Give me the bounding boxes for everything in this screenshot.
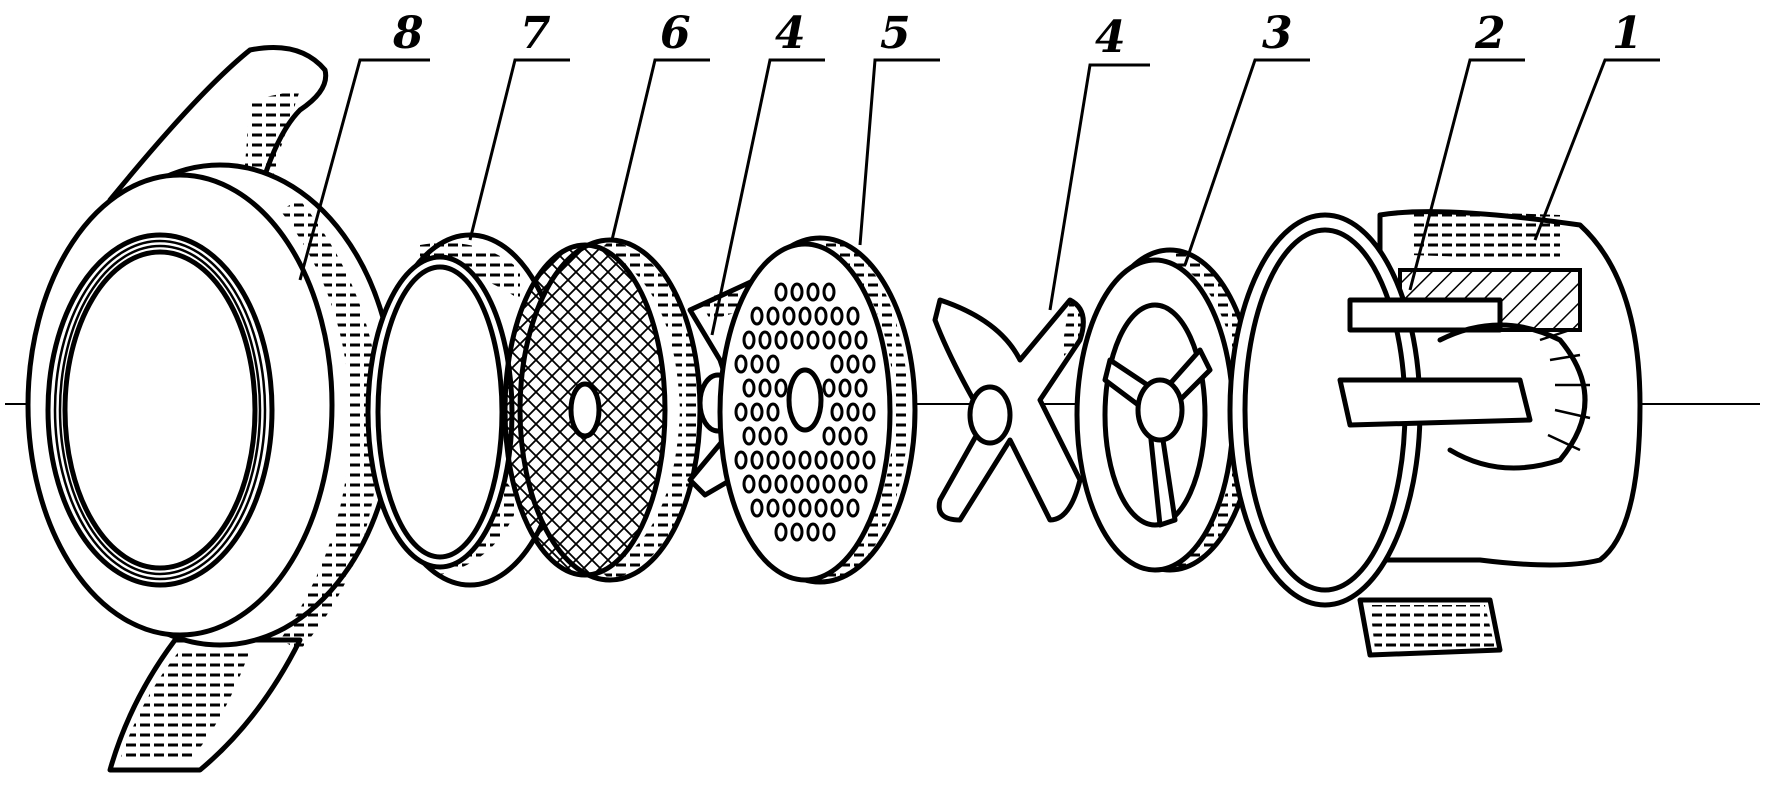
- perforation-hole: [822, 378, 836, 398]
- perforation-hole: [822, 522, 836, 542]
- perforation-hole: [814, 450, 828, 470]
- perforation-hole: [798, 306, 812, 326]
- perforation-hole: [734, 354, 748, 374]
- perforation-hole: [750, 402, 764, 422]
- perforation-hole: [854, 330, 868, 350]
- perforation-hole: [806, 330, 820, 350]
- perforation-hole: [742, 330, 756, 350]
- perforation-hole: [758, 378, 772, 398]
- perforation-hole: [750, 498, 764, 518]
- perforation-hole: [750, 450, 764, 470]
- perforation-hole: [854, 426, 868, 446]
- callout-part-1: 1: [1612, 8, 1643, 59]
- perforation-hole: [742, 474, 756, 494]
- perforation-hole: [774, 330, 788, 350]
- perforation-hole: [766, 354, 780, 374]
- perforation-hole: [742, 426, 756, 446]
- perforation-hole: [766, 306, 780, 326]
- callout-part-4-right: 4: [1095, 12, 1126, 63]
- perforation-hole: [790, 330, 804, 350]
- perforation-hole: [830, 498, 844, 518]
- perforation-hole: [822, 426, 836, 446]
- perforation-hole: [758, 330, 772, 350]
- perforation-hole: [830, 450, 844, 470]
- perforation-hole: [814, 498, 828, 518]
- perforation-hole: [838, 330, 852, 350]
- perforation-hole: [742, 378, 756, 398]
- callout-part-7: 7: [520, 8, 551, 59]
- perforation-hole: [806, 282, 820, 302]
- callout-part-8: 8: [392, 8, 424, 59]
- perforation-hole: [822, 474, 836, 494]
- perforation-hole: [766, 402, 780, 422]
- perforation-hole: [790, 522, 804, 542]
- perforation-hole: [806, 474, 820, 494]
- perforation-hole: [830, 354, 844, 374]
- callout-part-3: 3: [1262, 8, 1293, 59]
- perforation-hole: [830, 402, 844, 422]
- cross-knife-right: [932, 297, 1086, 523]
- perforation-hole: [774, 474, 788, 494]
- perforation-hole: [862, 450, 876, 470]
- housing-body: [1227, 209, 1643, 658]
- perforation-hole: [758, 426, 772, 446]
- perforation-hole: [750, 306, 764, 326]
- perforation-hole: [838, 378, 852, 398]
- perforation-hole: [774, 378, 788, 398]
- perforation-hole: [790, 474, 804, 494]
- perforation-hole: [734, 402, 748, 422]
- perforation-hole: [822, 330, 836, 350]
- perforation-hole: [838, 474, 852, 494]
- perforation-hole: [782, 306, 796, 326]
- perforation-hole: [846, 354, 860, 374]
- callout-part-4-left: 4: [775, 8, 806, 59]
- perforation-hole: [854, 378, 868, 398]
- perforation-hole: [782, 498, 796, 518]
- perforation-hole: [774, 522, 788, 542]
- callout-part-6: 6: [660, 8, 691, 59]
- perforation-hole: [862, 402, 876, 422]
- perforation-hole: [798, 450, 812, 470]
- perforation-hole: [798, 498, 812, 518]
- perforation-hole: [846, 450, 860, 470]
- perforation-hole: [766, 498, 780, 518]
- callout-part-2: 2: [1474, 8, 1506, 59]
- perforation-hole: [830, 306, 844, 326]
- union-nut: [25, 45, 398, 773]
- grate-disc: [502, 237, 703, 583]
- perforation-hole: [846, 402, 860, 422]
- perforated-disc: [717, 235, 918, 585]
- perforation-hole: [846, 498, 860, 518]
- spoked-disc: [1074, 247, 1258, 573]
- perforation-hole: [838, 426, 852, 446]
- callout-part-5: 5: [880, 8, 911, 59]
- perforation-hole: [750, 354, 764, 374]
- leader-lines: [298, 58, 1660, 336]
- perforation-hole: [782, 450, 796, 470]
- perforation-hole: [822, 282, 836, 302]
- perforation-hole: [854, 474, 868, 494]
- perforation-hole: [766, 450, 780, 470]
- perforation-hole: [758, 474, 772, 494]
- perforation-hole: [846, 306, 860, 326]
- perforation-hole: [774, 282, 788, 302]
- perforation-hole: [734, 450, 748, 470]
- perforation-hole: [814, 306, 828, 326]
- perforation-hole: [862, 354, 876, 374]
- perforation-hole: [806, 522, 820, 542]
- perforation-hole: [774, 426, 788, 446]
- perforation-hole: [790, 282, 804, 302]
